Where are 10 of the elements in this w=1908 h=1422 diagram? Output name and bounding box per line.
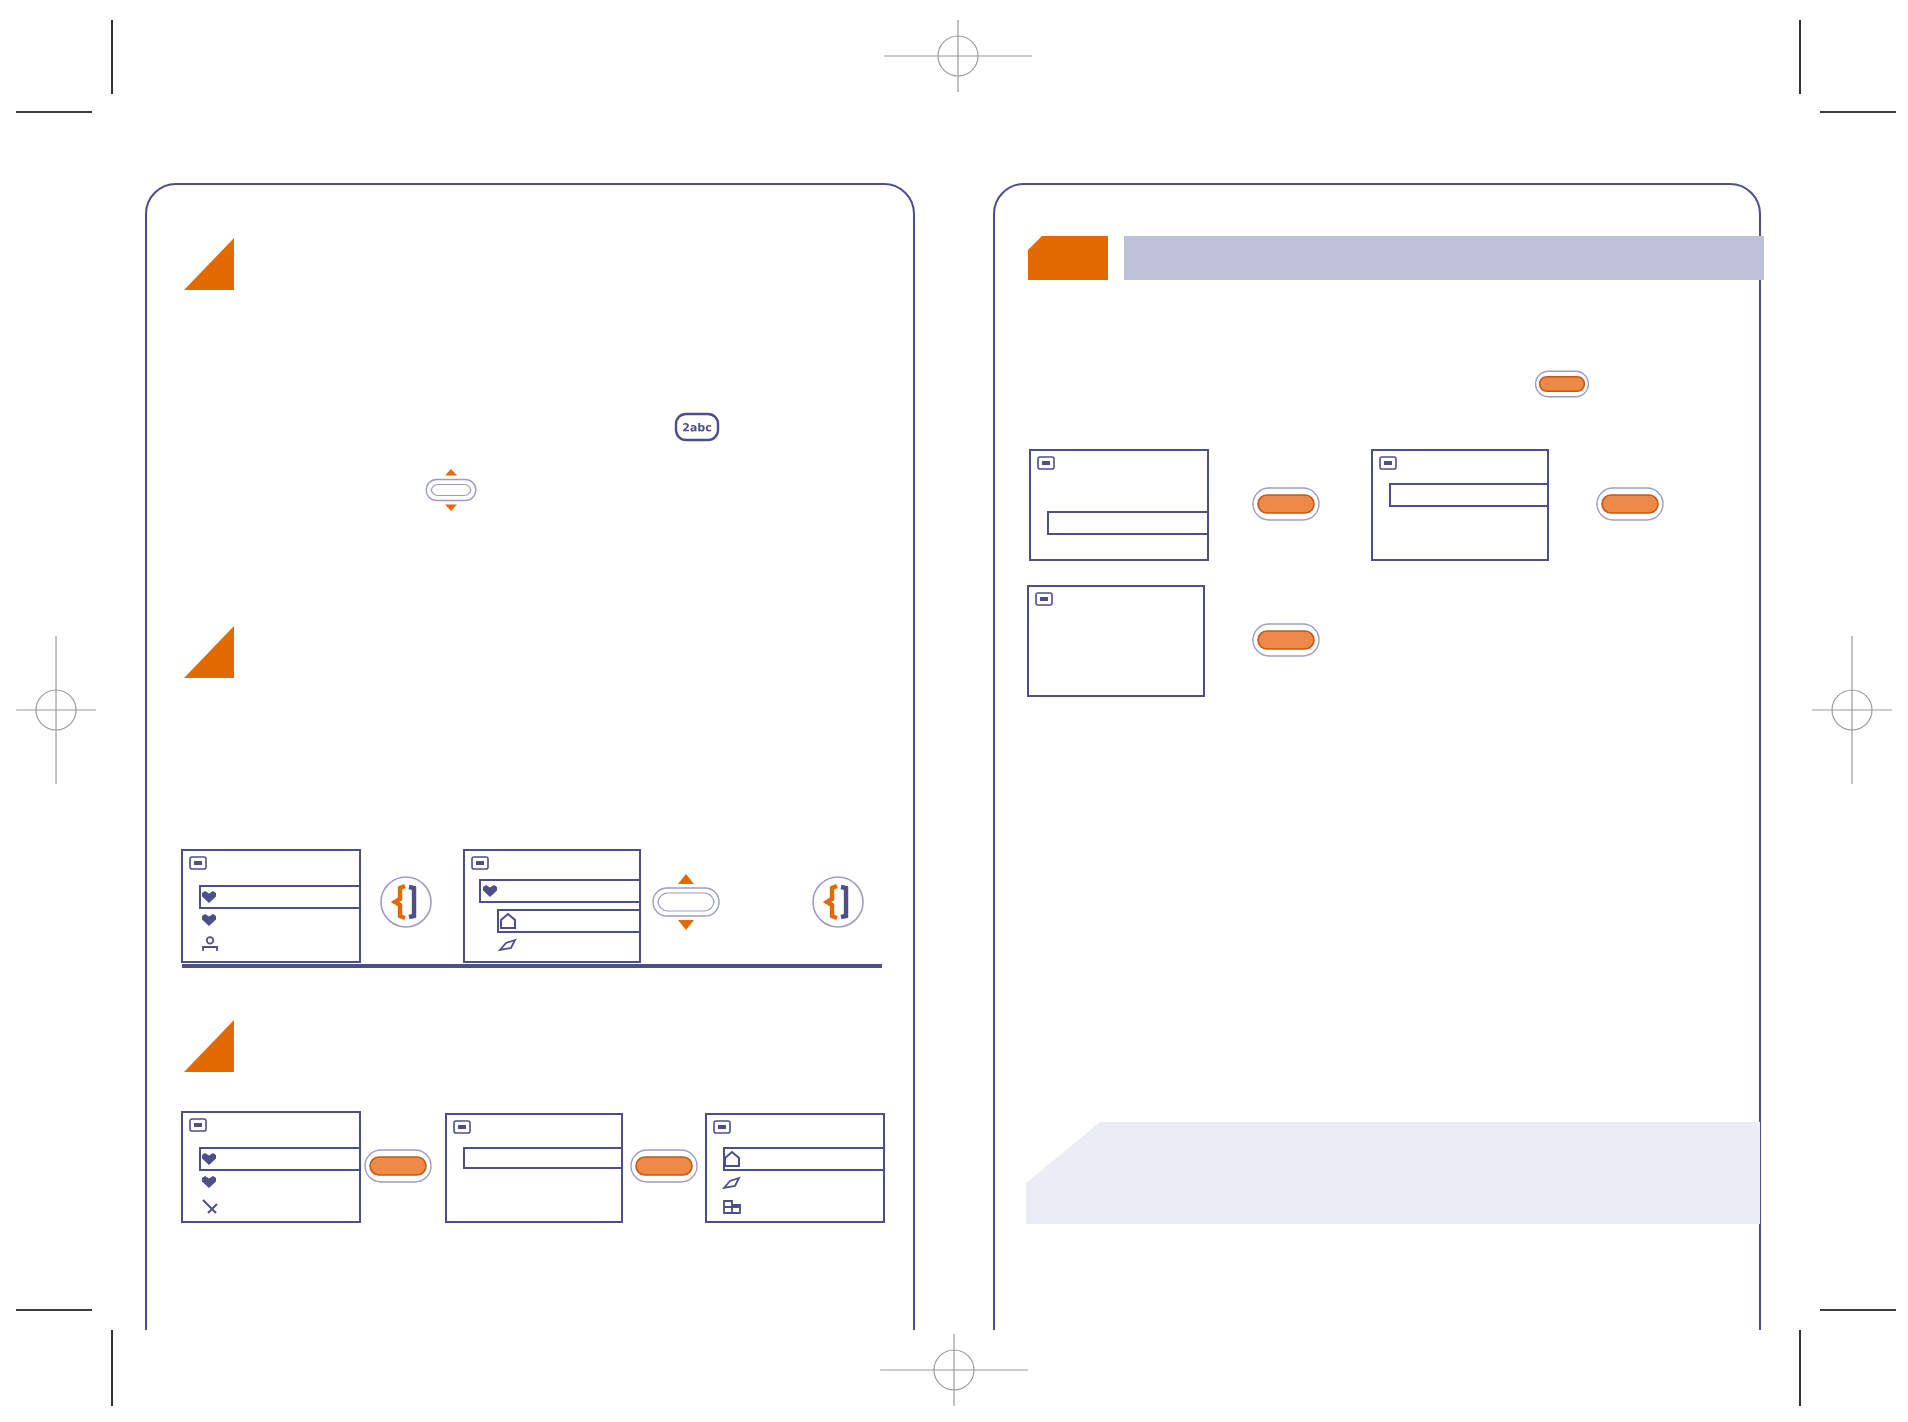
phone-screen — [1027, 585, 1205, 697]
note-band — [1026, 1122, 1760, 1224]
phone-screen — [1029, 449, 1209, 561]
phone-screen — [181, 1111, 361, 1223]
phone-screen — [181, 849, 361, 963]
header-bar — [1124, 236, 1764, 280]
phone-screen — [463, 849, 641, 963]
phone-screen — [445, 1113, 623, 1223]
phone-screen — [705, 1113, 885, 1223]
phone-screen — [1371, 449, 1549, 561]
